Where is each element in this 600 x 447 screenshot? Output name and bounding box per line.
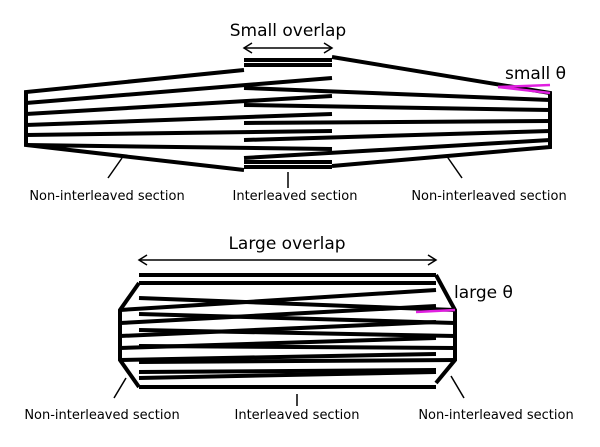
- interleaved-segments: [244, 58, 332, 169]
- large-theta-marker: [415, 308, 456, 314]
- right-filaments: [243, 86, 551, 160]
- small-pointer-ticks: [107, 154, 463, 188]
- small-theta-label: small θ: [505, 64, 566, 84]
- large-pointer-ticks: [113, 375, 465, 406]
- large-overlap-title: Large overlap: [228, 234, 345, 254]
- small-left-section-label: Non-interleaved section: [29, 189, 184, 204]
- large-center-section-label: Interleaved section: [235, 408, 360, 423]
- small-theta-marker: [497, 83, 551, 95]
- large-outer-segments: [139, 273, 436, 389]
- small-overlap-arrow: [242, 42, 334, 54]
- large-left-section-label: Non-interleaved section: [24, 408, 179, 423]
- large-right-section-label: Non-interleaved section: [418, 408, 573, 423]
- large-theta-label: large θ: [454, 283, 513, 303]
- small-overlap-title: Small overlap: [230, 21, 346, 41]
- small-overlap-panel: [24, 42, 552, 188]
- large-right-outline: [434, 274, 457, 385]
- small-right-section-label: Non-interleaved section: [411, 189, 566, 204]
- large-right-filaments: [138, 296, 456, 380]
- large-overlap-panel: [113, 254, 465, 406]
- small-center-section-label: Interleaved section: [233, 189, 358, 204]
- right-bundle-outline: [331, 55, 552, 168]
- large-overlap-arrow: [137, 254, 438, 266]
- left-filaments: [25, 76, 333, 151]
- left-bundle-outline: [24, 68, 245, 172]
